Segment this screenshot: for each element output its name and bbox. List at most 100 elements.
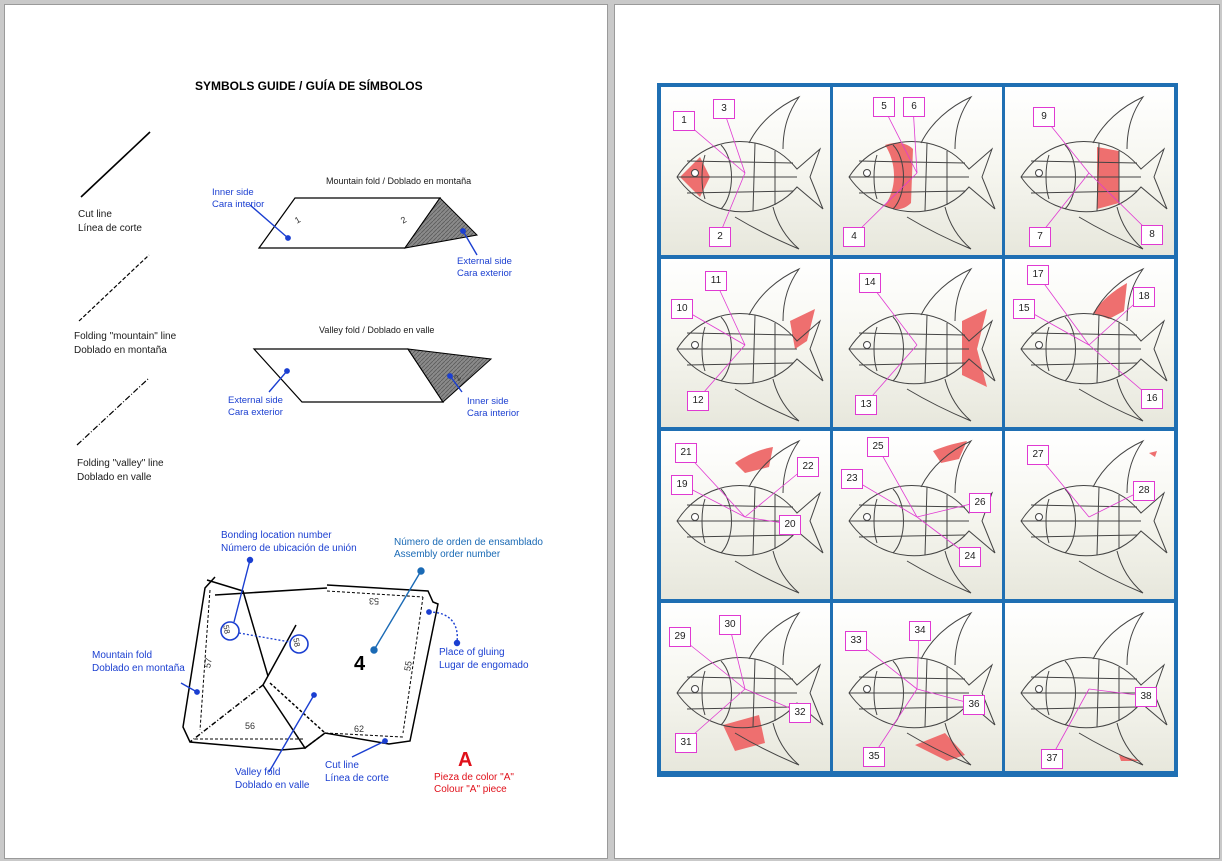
fish-outline	[1078, 550, 1144, 594]
leader-line	[916, 501, 980, 518]
step-label: 8	[1141, 225, 1163, 245]
step-label: 26	[969, 493, 991, 513]
mountain-fold-title: Mountain fold / Doblado en montaña	[326, 176, 472, 186]
place-gluing-es: Lugar de engomado	[439, 660, 529, 671]
fish-outline	[858, 190, 966, 194]
fish-outline	[873, 670, 878, 716]
leader-line	[872, 688, 918, 757]
fish-outline	[686, 362, 794, 366]
step-label: 4	[843, 227, 865, 247]
cut-line-2-en: Cut line	[325, 760, 359, 771]
fish-outline	[906, 550, 972, 594]
step-label: 38	[1135, 687, 1157, 707]
step-label: 25	[867, 437, 889, 457]
mountain-line-label-en: Folding "mountain" line	[74, 331, 177, 342]
step-label: 21	[675, 443, 697, 463]
num-57: 57	[202, 657, 214, 669]
mountain-line-label-es: Doblado en montaña	[74, 345, 167, 356]
fish-outline	[1030, 706, 1138, 710]
external-side-es: Cara exterior	[457, 268, 512, 279]
step-label: 16	[1141, 389, 1163, 409]
step-label: 35	[863, 747, 885, 767]
step-label: 31	[675, 733, 697, 753]
fish-diagram	[848, 267, 996, 422]
fish-outline	[734, 378, 800, 422]
fish-diagram	[848, 611, 996, 766]
color-letter: A	[458, 749, 473, 771]
color-piece-es: Pieza de color "A"	[434, 772, 514, 783]
fish-eye	[691, 513, 699, 521]
fish-outline	[848, 657, 996, 729]
cut-line-sample	[80, 131, 151, 198]
fish-outline	[676, 313, 824, 385]
fish-outline	[906, 722, 972, 766]
fish-outline	[873, 498, 878, 544]
step-label: 14	[859, 273, 881, 293]
fish-outline	[920, 267, 973, 322]
fish-outline	[858, 676, 966, 680]
step-label: 15	[1013, 299, 1035, 319]
fish-outline	[1092, 95, 1145, 150]
valley-fold-title: Valley fold / Doblado en valle	[319, 325, 435, 335]
fish-outline	[686, 160, 794, 164]
step-label: 29	[669, 627, 691, 647]
fish-outline	[1078, 206, 1144, 250]
color-piece-en: Colour "A" piece	[434, 784, 507, 795]
fish-outline	[734, 550, 800, 594]
fish-outline	[848, 313, 996, 385]
leader-line	[882, 105, 918, 174]
step-label: 23	[841, 469, 863, 489]
step-label: 3	[713, 99, 735, 119]
fish-outline	[1030, 160, 1138, 164]
fish-eye	[1035, 169, 1043, 177]
external-side-en: External side	[457, 256, 512, 267]
fish-diagram	[676, 267, 824, 422]
leader-line	[1038, 172, 1090, 237]
fish-diagram	[848, 439, 996, 594]
valley-fold-label-en: Valley fold	[235, 767, 281, 778]
mountain-fold-flap	[403, 197, 479, 249]
step-label: 13	[855, 395, 877, 415]
fish-outline	[920, 439, 973, 494]
leader-line	[1088, 172, 1152, 235]
fish-outline	[701, 498, 706, 544]
leader-line	[912, 105, 918, 174]
fish-outline	[858, 534, 966, 538]
place-gluing-en: Place of gluing	[439, 647, 505, 658]
fish-outline	[1078, 378, 1144, 422]
fish-outline	[734, 722, 800, 766]
fish-outline	[686, 190, 794, 194]
fish-outline	[858, 160, 966, 164]
fish-outline	[1020, 485, 1168, 557]
fish-outline	[858, 706, 966, 710]
fish-outline	[748, 439, 801, 494]
step-label: 18	[1133, 287, 1155, 307]
fish-eye	[863, 341, 871, 349]
fish-diagram	[676, 95, 824, 250]
leader-line	[864, 344, 918, 405]
step-label: 28	[1133, 481, 1155, 501]
step-label: 32	[789, 703, 811, 723]
cut-line-label-es: Línea de corte	[78, 223, 142, 234]
fish-outline	[748, 611, 801, 666]
fish-eye	[691, 341, 699, 349]
step-label: 22	[797, 457, 819, 477]
fish-eye	[863, 685, 871, 693]
leader-line	[744, 465, 808, 518]
fish-outline	[686, 676, 794, 680]
inner-side-es: Cara interior	[212, 199, 265, 210]
step-label: 11	[705, 271, 727, 291]
fish-outline	[748, 267, 801, 322]
step-label: 27	[1027, 445, 1049, 465]
highlight-region	[1149, 451, 1157, 457]
fish-outline	[858, 504, 966, 508]
valley-line-label-en: Folding "valley" line	[77, 458, 164, 469]
symbols-guide-page: SYMBOLS GUIDE / GUÍA DE SÍMBOLOS	[4, 4, 608, 859]
fish-outline	[1030, 190, 1138, 194]
fish-outline	[701, 326, 706, 372]
step-label: 37	[1041, 749, 1063, 769]
fish-diagram	[848, 95, 996, 250]
highlight-region	[933, 441, 967, 463]
